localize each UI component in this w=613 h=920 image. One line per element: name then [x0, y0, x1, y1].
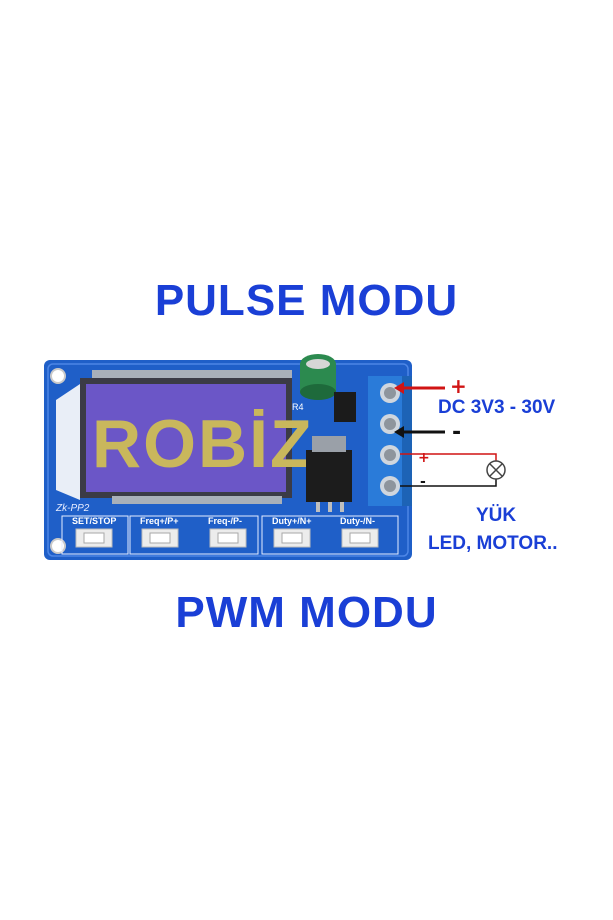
lcd-side-panel [56, 384, 80, 500]
mosfet [306, 436, 352, 512]
duty-minus-button [341, 528, 379, 548]
load-plus-sign: + [418, 450, 430, 466]
load-subtitle: LED, MOTOR.. [428, 533, 558, 554]
freq-minus-button [209, 528, 247, 548]
lcd-pins-top [92, 370, 292, 378]
button-label-freq-plus: Freq+/P+ [140, 516, 179, 526]
lcd-pins-bottom [112, 496, 282, 504]
capacitor [300, 354, 336, 400]
button-frame [261, 515, 399, 555]
load-title: YÜK [476, 505, 517, 526]
load-minus-sign: - [420, 474, 426, 490]
terminal-block [368, 376, 412, 506]
supply-voltage-label: DC 3V3 - 30V [438, 397, 556, 418]
supply-negative-wire [394, 426, 445, 438]
pwm-board-image: ROBİZ R4 Zk-PP2 SET/ [0, 340, 613, 570]
supply-positive-wire [394, 382, 445, 394]
board-model: Zk-PP2 [55, 503, 90, 514]
button-label-set-stop: SET/STOP [72, 516, 116, 526]
set-stop-button [75, 528, 113, 548]
lcd-screen [86, 384, 286, 492]
component-label: R4 [292, 402, 304, 412]
pwm-mode-heading: PWM MODU [175, 588, 438, 637]
freq-plus-button [141, 528, 179, 548]
duty-plus-button [273, 528, 311, 548]
diode [334, 392, 356, 422]
button-frame [61, 515, 129, 555]
button-label-freq-minus: Freq-/P- [208, 516, 242, 526]
lcd-logo-text: ROBİZ [92, 406, 314, 482]
button-frame [129, 515, 259, 555]
board-diagram: ROBİZ R4 Zk-PP2 SET/ [44, 354, 506, 560]
button-label-duty-minus: Duty-/N- [340, 516, 375, 526]
mount-hole [50, 538, 66, 554]
pulse-mode-heading: PULSE MODU [154, 276, 459, 325]
supply-minus-sign: - [452, 420, 462, 445]
load-wiring [400, 453, 497, 487]
supply-plus-sign: + [450, 374, 467, 398]
lamp-icon [486, 460, 506, 480]
button-label-duty-plus: Duty+/N+ [272, 516, 312, 526]
mount-hole [50, 368, 66, 384]
